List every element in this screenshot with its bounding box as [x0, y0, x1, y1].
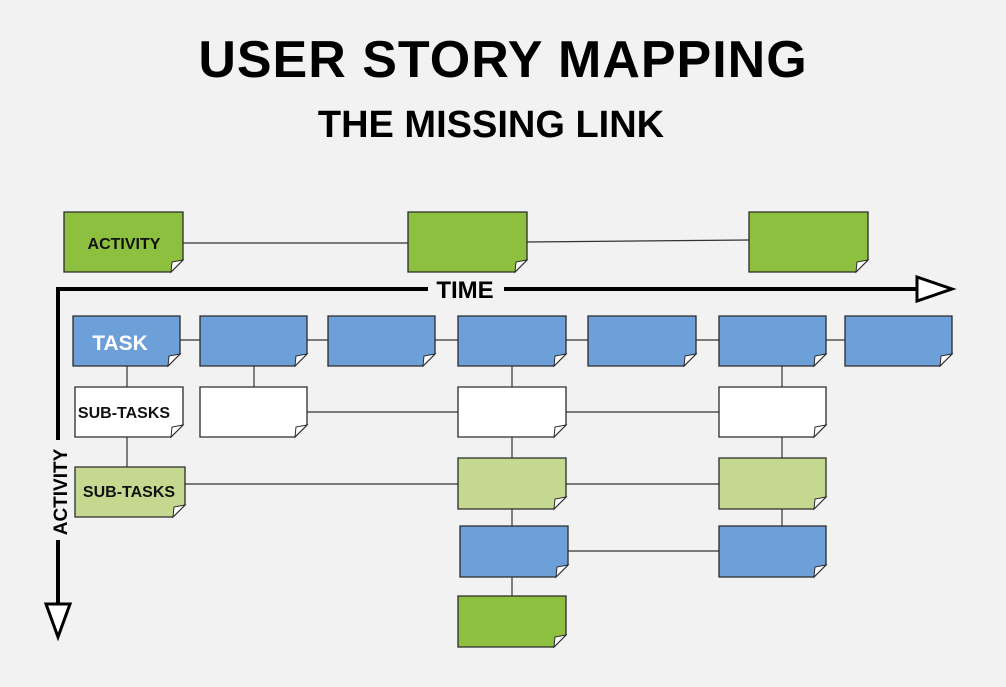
- activity-card: [407, 211, 529, 274]
- task-card-label: TASK: [92, 332, 148, 355]
- page-subtitle: THE MISSING LINK: [317, 104, 665, 146]
- time-axis-label: TIME: [436, 277, 493, 304]
- page-curl: [683, 353, 698, 368]
- page-curl: [294, 353, 309, 368]
- subtask-card: [74, 466, 187, 519]
- subtask-card-label: SUB-TASKS: [83, 484, 175, 501]
- subtask-card: [74, 386, 185, 439]
- task-card: [72, 315, 182, 368]
- page-curl: [855, 259, 870, 274]
- page-curl: [514, 259, 529, 274]
- activity-card-label: ACTIVITY: [88, 236, 161, 253]
- page-curl: [167, 353, 182, 368]
- task-card: [327, 315, 437, 368]
- subtask-card: [718, 457, 828, 511]
- task-card: [199, 315, 309, 368]
- task-card: [718, 525, 828, 579]
- page-curl: [555, 564, 570, 579]
- task-card: [459, 525, 570, 579]
- page-curl: [813, 564, 828, 579]
- page-curl: [553, 424, 568, 439]
- page-curl: [294, 424, 309, 439]
- sticky-notes: [63, 211, 954, 649]
- activity-axis: ACTIVITY: [43, 448, 73, 642]
- activity-card: [748, 211, 870, 274]
- page-curl: [422, 353, 437, 368]
- page-curl: [553, 496, 568, 511]
- page-curl: [813, 353, 828, 368]
- task-card: [587, 315, 698, 368]
- subtask-card: [457, 457, 568, 511]
- subtask-card: [718, 386, 828, 439]
- page-curl: [170, 424, 185, 439]
- activity-axis-label: ACTIVITY: [51, 448, 72, 535]
- connector: [526, 239, 750, 243]
- page-curl: [172, 504, 187, 519]
- page-title: USER STORY MAPPING: [198, 31, 808, 89]
- activity-card: [457, 595, 568, 649]
- subtask-card-label: SUB-TASKS: [78, 405, 170, 422]
- task-card: [844, 315, 954, 368]
- time-arrow-head: [915, 274, 957, 304]
- task-card: [718, 315, 828, 368]
- page-curl: [553, 353, 568, 368]
- page-curl: [939, 353, 954, 368]
- task-card: [457, 315, 568, 368]
- subtask-card: [199, 386, 309, 439]
- page-curl: [813, 424, 828, 439]
- page-curl: [553, 634, 568, 649]
- time-axis: TIME: [56, 274, 957, 440]
- activity-card: [63, 211, 185, 274]
- activity-arrow-head: [43, 602, 73, 642]
- page-curl: [813, 496, 828, 511]
- page-curl: [170, 259, 185, 274]
- subtask-card: [457, 386, 568, 439]
